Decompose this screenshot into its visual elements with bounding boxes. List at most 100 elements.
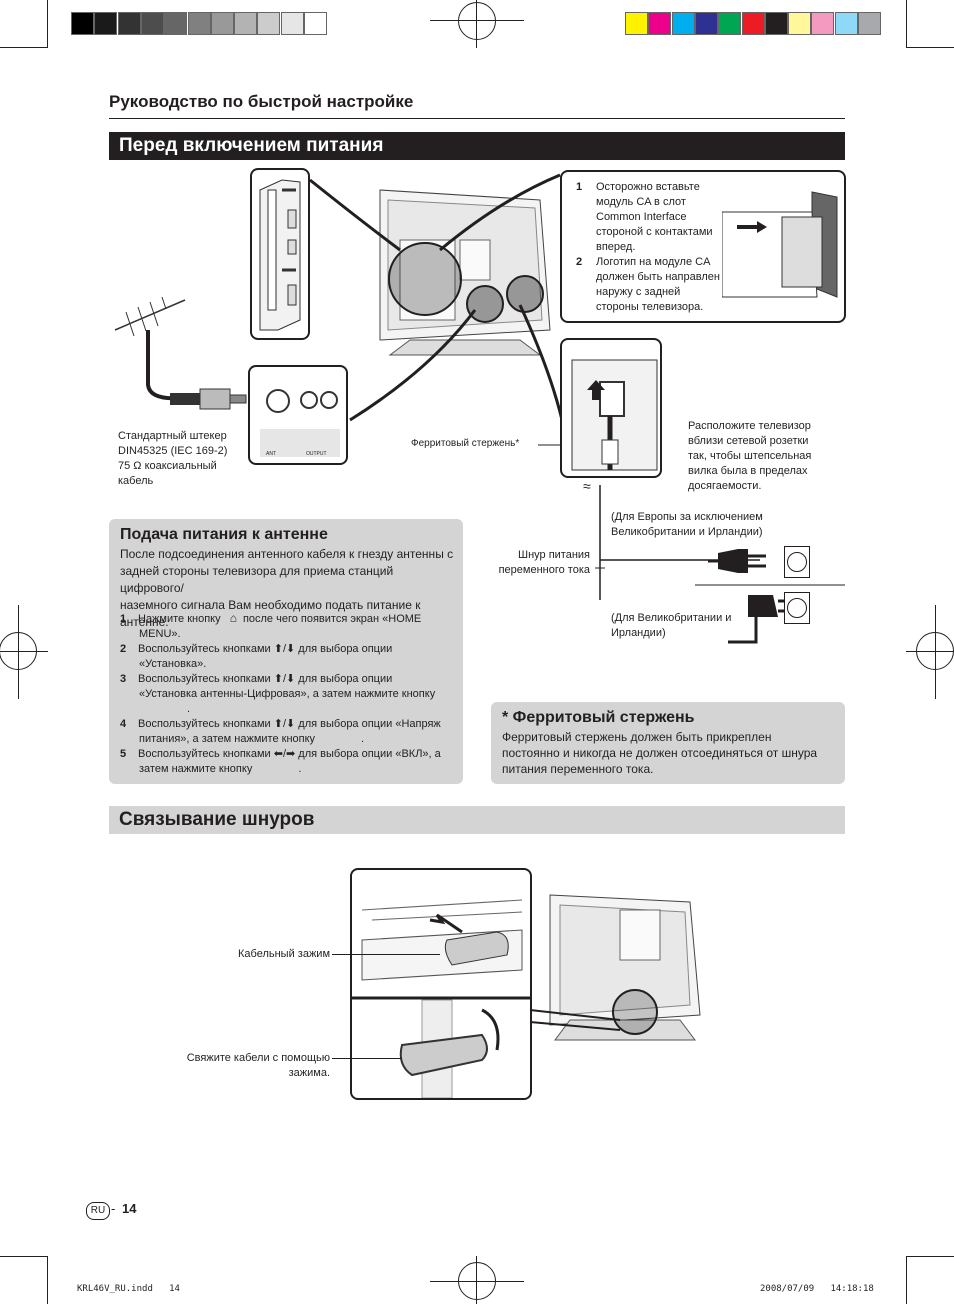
arrow-up-icon: ⬆ xyxy=(273,643,283,655)
step-text: питания», а затем нажмите кнопку xyxy=(139,733,316,745)
crop-mark xyxy=(0,47,48,48)
outlet-note-line: так, чтобы штепсельная xyxy=(688,450,812,462)
ca-step-2-text: Логотип на модуле CA должен быть направл… xyxy=(596,255,720,315)
color-swatch xyxy=(625,12,648,35)
power-cord-label-line: переменного тока xyxy=(498,564,590,576)
registration-line xyxy=(906,651,954,652)
color-swatch xyxy=(280,12,304,35)
step-number: 4 xyxy=(120,718,127,730)
registration-line xyxy=(430,20,524,21)
step-text: для выбора опции xyxy=(298,673,393,685)
uk-socket-face xyxy=(787,598,807,618)
wavy-cord-icon: ≈ xyxy=(583,478,591,494)
side-panel-illustration xyxy=(250,168,310,340)
step-text: / xyxy=(282,673,287,685)
outlet-note-line: вилка была в пределах xyxy=(688,465,808,477)
side-terminal-icon xyxy=(259,179,301,331)
registration-line xyxy=(430,1281,524,1282)
antenna-power-intro: После подсоединения антенного кабеля к г… xyxy=(120,546,460,631)
ca-card-icon xyxy=(722,191,838,298)
cable-clamp-icon xyxy=(352,899,530,1099)
color-swatch xyxy=(257,12,281,35)
antenna-icon xyxy=(114,296,186,337)
output-jack-icon xyxy=(300,391,318,409)
color-swatch xyxy=(741,12,765,35)
step-text: . xyxy=(298,763,302,775)
step-text: Воспользуйтесь кнопками xyxy=(138,643,271,655)
step-text: Воспользуйтесь кнопками xyxy=(138,748,271,760)
arrow-down-icon: ⬇ xyxy=(286,718,296,730)
bind-label: Свяжите кабели с помощью зажима. xyxy=(180,1051,330,1081)
uk-socket-icon xyxy=(784,592,810,624)
step-text: «Установка антенны-Цифровая», а затем на… xyxy=(139,688,436,700)
step-number: 3 xyxy=(120,673,127,685)
outlet-note-line: досягаемости. xyxy=(688,480,762,492)
step-number: 2 xyxy=(120,643,127,655)
color-swatch xyxy=(788,12,812,35)
color-swatch xyxy=(71,12,94,35)
step-number: 5 xyxy=(120,748,127,760)
section-title: Перед включением питания xyxy=(119,135,384,156)
output-jack-icon xyxy=(320,391,338,409)
ca-step-1-number: 1 xyxy=(576,181,583,193)
arrow-down-icon: ⬇ xyxy=(286,673,296,685)
power-plug-icon xyxy=(571,359,658,471)
antenna-caption-line: DIN45325 (IEC 169-2) xyxy=(118,445,228,457)
step-text: Воспользуйтесь кнопками xyxy=(138,718,271,730)
power-cord-label-line: Шнур питания xyxy=(517,549,590,561)
step-text: / xyxy=(282,643,287,655)
jack-panel xyxy=(260,429,340,457)
page-number: 14 xyxy=(122,1201,137,1216)
intro-line: наземного сигнала Вам необходимо подать … xyxy=(120,598,421,629)
clamp-label: Кабельный зажим xyxy=(238,948,331,960)
step-text: MENU». xyxy=(139,628,181,640)
callout-circle-power xyxy=(506,275,544,313)
step-text: затем нажмите кнопку xyxy=(139,763,253,775)
step-text: . xyxy=(187,703,191,715)
jack-label-output: OUTPUT xyxy=(306,451,327,457)
registration-line xyxy=(935,605,936,699)
ca-step-1-line: вперед. xyxy=(596,241,636,253)
section-bar-power: Перед включением питания xyxy=(109,132,845,160)
color-swatch xyxy=(858,12,881,35)
uk-plug-label-line: Ирландии) xyxy=(611,627,666,639)
color-swatch xyxy=(234,12,258,35)
power-cord-label: Шнур питания переменного тока xyxy=(490,548,590,578)
ca-step-2-line: наружу с задней xyxy=(596,286,681,298)
step-text: / xyxy=(282,718,287,730)
crop-mark xyxy=(47,0,48,48)
step-text: для выбора опции «ВКЛ», а xyxy=(298,748,441,760)
step-text: для выбора опции «Напряж xyxy=(298,718,441,730)
eu-socket-face xyxy=(787,552,807,572)
eu-plug-label-line: (Для Европы за исключением xyxy=(611,511,763,523)
callout-circle-ant xyxy=(466,285,504,323)
footer-file-info: KRL46V_RU.indd 14 xyxy=(77,1284,180,1294)
ca-step-1-line: стороной с контактами xyxy=(596,226,713,238)
arrow-left-icon: ⬅ xyxy=(273,748,283,760)
step-5-line2: затем нажмите кнопку. xyxy=(120,762,460,777)
power-inlet-illustration xyxy=(560,338,662,478)
ferrite-core-label: Ферритовый стержень* xyxy=(411,438,520,449)
arrow-up-icon: ⬆ xyxy=(273,718,283,730)
intro-line: После подсоединения антенного кабеля к г… xyxy=(120,547,454,561)
cable-clamp-illustration xyxy=(350,868,532,1100)
ca-step-2-line: Логотип на модуле CA xyxy=(596,256,711,268)
eu-plug-icon xyxy=(708,549,766,573)
registration-line xyxy=(476,0,477,48)
crop-mark xyxy=(906,1256,954,1257)
color-swatch xyxy=(164,12,188,35)
step-number: 1 xyxy=(120,613,127,625)
clamp-leader-line xyxy=(332,954,440,955)
ca-step-1-line: модуль CA в слот xyxy=(596,196,686,208)
arrow-down-icon: ⬇ xyxy=(286,643,296,655)
header-rule xyxy=(109,118,845,119)
step-4: 4 Воспользуйтесь кнопками ⬆/⬇ для выбора … xyxy=(120,717,460,747)
bind-label-line: зажима. xyxy=(288,1067,330,1079)
arrow-up-icon: ⬆ xyxy=(273,673,283,685)
ca-step-1-line: Осторожно вставьте xyxy=(596,181,700,193)
